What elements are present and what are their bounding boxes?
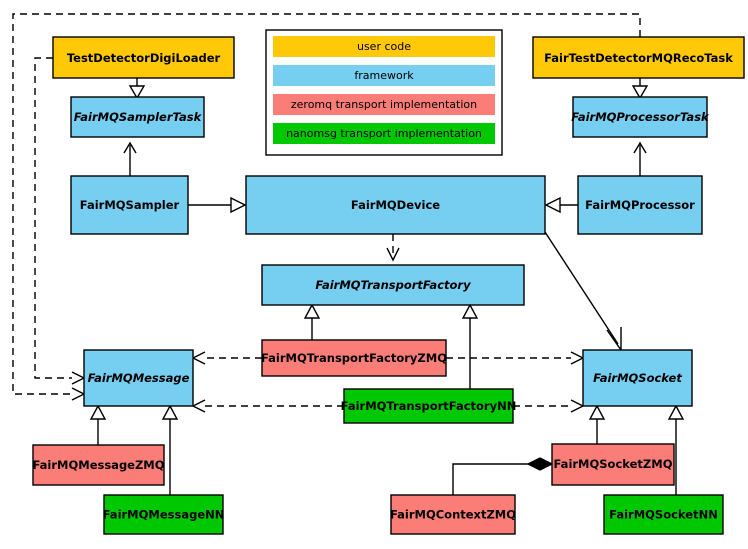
node-fairmqprocessortask[interactable]: FairMQProcessorTask [571, 96, 710, 138]
node-fairmqmessagezmq[interactable]: FairMQMessageZMQ [32, 444, 165, 486]
node-box[interactable] [261, 339, 447, 377]
node-box[interactable] [32, 444, 165, 486]
edge-device-socket [544, 231, 622, 353]
node-fairmqprocessor[interactable]: FairMQProcessor [577, 175, 703, 235]
edge-tfnn-socket [513, 399, 585, 413]
node-fairmqmessagenn[interactable]: FairMQMessageNN [103, 494, 225, 535]
node-box[interactable] [577, 175, 703, 235]
node-box[interactable] [572, 96, 708, 138]
node-fairmqtransportfactoryzmq[interactable]: FairMQTransportFactoryZMQ [261, 339, 447, 377]
legend-swatch-framework [273, 65, 495, 86]
node-label: FairMQMessageNN [103, 508, 225, 522]
edge-messagenn-message [161, 404, 179, 495]
node-label: FairMQProcessor [585, 198, 695, 212]
node-box[interactable] [103, 494, 224, 535]
node-box[interactable] [390, 494, 516, 535]
edge-digiloader-samplertask [128, 78, 146, 100]
node-layer: TestDetectorDigiLoader FairMQSamplerTask… [32, 36, 745, 535]
node-label: FairTestDetectorMQRecoTask [544, 51, 733, 65]
edge-tfzmq-socket [446, 351, 585, 365]
edge-processor-device [544, 196, 578, 214]
node-fairmqsocketzmq[interactable]: FairMQSocketZMQ [551, 443, 675, 486]
node-fairmqsampler[interactable]: FairMQSampler [70, 175, 189, 235]
node-label: FairMQSocket [593, 371, 682, 385]
node-fairmqsocket[interactable]: FairMQSocket [582, 349, 693, 407]
legend-label-zeromq: zeromq transport implementation [291, 98, 477, 111]
edge-tfzmq-transportfactory [303, 303, 321, 340]
legend-swatch-user-code [273, 36, 495, 57]
node-label: FairMQMessage [88, 371, 190, 385]
edge-processor-processortask [633, 141, 647, 176]
node-box[interactable] [603, 494, 724, 535]
edge-tfnn-transportfactory [461, 303, 479, 389]
edge-socketnn-socket [667, 404, 685, 495]
legend-item-user-code: user code [273, 36, 495, 57]
edge-tfzmq-message [191, 351, 262, 365]
node-box[interactable] [83, 349, 194, 407]
node-testdetectordigiloader[interactable]: TestDetectorDigiLoader [52, 36, 235, 79]
node-box[interactable] [245, 175, 546, 235]
edge-recotask-processortask [631, 78, 649, 100]
edge-tfnn-message [191, 399, 344, 413]
edge-socketzmq-socket [588, 404, 606, 444]
node-label: FairMQMessageZMQ [32, 458, 164, 472]
legend-swatch-zeromq [273, 94, 495, 115]
edge-device-transportfactory [386, 234, 400, 262]
legend-item-framework: framework [273, 65, 495, 86]
node-fairtestdetectormqrecotask[interactable]: FairTestDetectorMQRecoTask [532, 36, 745, 79]
node-fairmqtransportfactorynn[interactable]: FairMQTransportFactoryNN [341, 388, 517, 424]
node-box[interactable] [343, 388, 514, 424]
node-box[interactable] [532, 36, 745, 79]
node-box[interactable] [70, 175, 189, 235]
node-label: FairMQContextZMQ [390, 508, 516, 522]
node-label: FairMQSocketNN [609, 508, 718, 522]
node-label: FairMQProcessorTask [571, 110, 710, 124]
node-label: FairMQTransportFactory [315, 278, 471, 292]
node-label: FairMQDevice [351, 198, 440, 212]
node-label: FairMQSamplerTask [74, 110, 203, 124]
node-box[interactable] [70, 96, 205, 138]
node-label: FairMQTransportFactoryNN [341, 399, 517, 413]
legend-label-framework: framework [354, 69, 414, 82]
node-label: FairMQTransportFactoryZMQ [261, 351, 447, 365]
legend-swatch-nanomsg [273, 123, 495, 144]
node-fairmqmessage[interactable]: FairMQMessage [83, 349, 194, 407]
node-fairmqtransportfactory[interactable]: FairMQTransportFactory [261, 264, 525, 306]
legend: user code framework zeromq transport imp… [265, 29, 503, 156]
node-box[interactable] [582, 349, 693, 407]
node-label: FairMQSampler [80, 198, 180, 212]
edge-sampler-samplertask [123, 141, 137, 176]
node-fairmqsamplertask[interactable]: FairMQSamplerTask [70, 96, 205, 138]
node-fairmqdevice[interactable]: FairMQDevice [245, 175, 546, 235]
legend-label-nanomsg: nanomsg transport implementation [286, 127, 482, 140]
legend-item-zeromq: zeromq transport implementation [273, 94, 495, 115]
node-fairmqcontextzmq[interactable]: FairMQContextZMQ [390, 494, 516, 535]
edge-layer [12, 13, 685, 495]
node-box[interactable] [52, 36, 235, 79]
legend-item-nanomsg: nanomsg transport implementation [273, 123, 495, 144]
legend-label-user-code: user code [357, 40, 411, 53]
edge-sampler-device [188, 196, 247, 214]
node-fairmqsocketnn[interactable]: FairMQSocketNN [603, 494, 724, 535]
node-box[interactable] [261, 264, 525, 306]
node-label: FairMQSocketZMQ [554, 457, 673, 471]
edge-messagezmq-message [89, 404, 107, 445]
node-box[interactable] [551, 443, 675, 486]
node-label: TestDetectorDigiLoader [67, 51, 221, 65]
edge-socketzmq-contextzmq [452, 457, 554, 495]
